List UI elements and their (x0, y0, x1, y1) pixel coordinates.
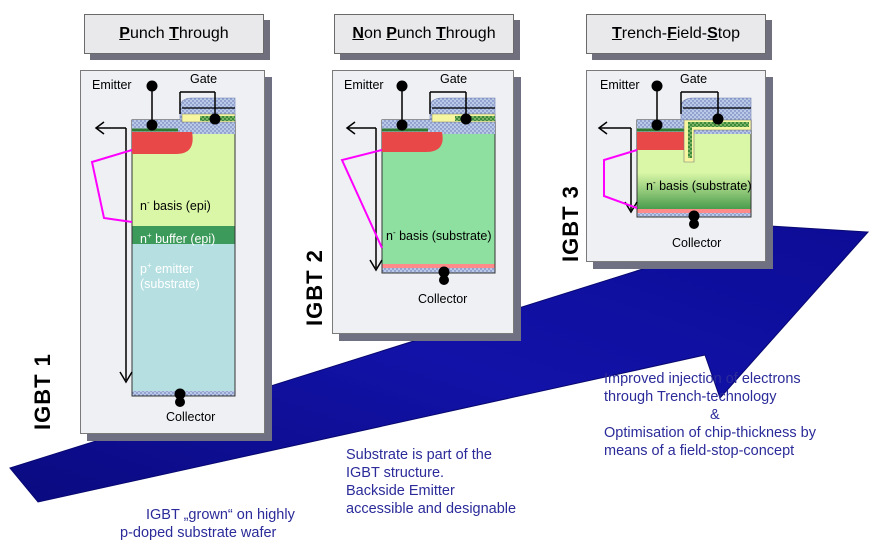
igbt1-collector-label: Collector (166, 410, 216, 424)
igbt1-buffer-label: n+ buffer (epi) (140, 231, 216, 247)
igbt2-collector-label: Collector (418, 292, 468, 306)
igbt1-p-substrate (132, 244, 235, 391)
igbt2-emitter-label: Emitter (344, 78, 384, 92)
igbt1-label: IGBT 1 (30, 353, 55, 430)
igbt1-buffer-layer (132, 226, 235, 244)
title-text: Non Punch Through (352, 25, 496, 42)
igbt3-gate-label: Gate (680, 72, 708, 86)
igbt3-p-well (637, 132, 688, 150)
title-punch-through: Punch Through (84, 14, 264, 54)
igbt3-magenta-profile (603, 149, 638, 209)
igbt1-n-basis-label: n- basis (epi) (140, 198, 211, 214)
igbt1-p-well (132, 132, 193, 154)
igbt3-n-basis-label: n- basis (substrate) (646, 178, 752, 194)
igbt3-emitter-contact (651, 80, 663, 92)
igbt1-emitter-contact (146, 80, 158, 92)
igbt1-device (90, 80, 236, 407)
igbt1-gate-label: Gate (190, 72, 218, 86)
igbt1-gate-contact (209, 113, 221, 125)
igbt3-device (597, 80, 752, 229)
igbt2-gate-contact (460, 113, 472, 125)
note-igbt1: IGBT „grown“ on highly p-doped substrate… (120, 507, 295, 541)
title-text: Punch Through (119, 25, 229, 42)
title-text: Trench-Field-Stop (611, 25, 741, 42)
title-non-punch-through: Non Punch Through (334, 14, 514, 54)
igbt2-emitter-contact (396, 80, 408, 92)
igbt2-device (340, 80, 496, 285)
igbt3-emitter-label: Emitter (600, 78, 640, 92)
igbt2-p-well (382, 132, 443, 152)
igbt1-magenta-profile (90, 149, 133, 223)
igbt2-magenta-profile (340, 149, 383, 249)
igbt2-n-basis-label: n- basis (substrate) (386, 228, 492, 244)
igbt3-gate-contact (712, 113, 724, 125)
note-igbt3: Improved injection of electrons through … (604, 371, 816, 459)
igbt3-collector-label: Collector (672, 236, 722, 250)
title-trench-field-stop: Trench-Field-Stop (586, 14, 766, 54)
igbt2-gate-label: Gate (440, 72, 468, 86)
igbt1-emitter-label: Emitter (92, 78, 132, 92)
igbt2-label: IGBT 2 (302, 249, 327, 326)
note-igbt2: Substrate is part of the IGBT structure.… (346, 447, 517, 517)
igbt3-label: IGBT 3 (558, 185, 583, 262)
igbt1-p-emitter-label: p+ emitter(substrate) (140, 261, 200, 292)
